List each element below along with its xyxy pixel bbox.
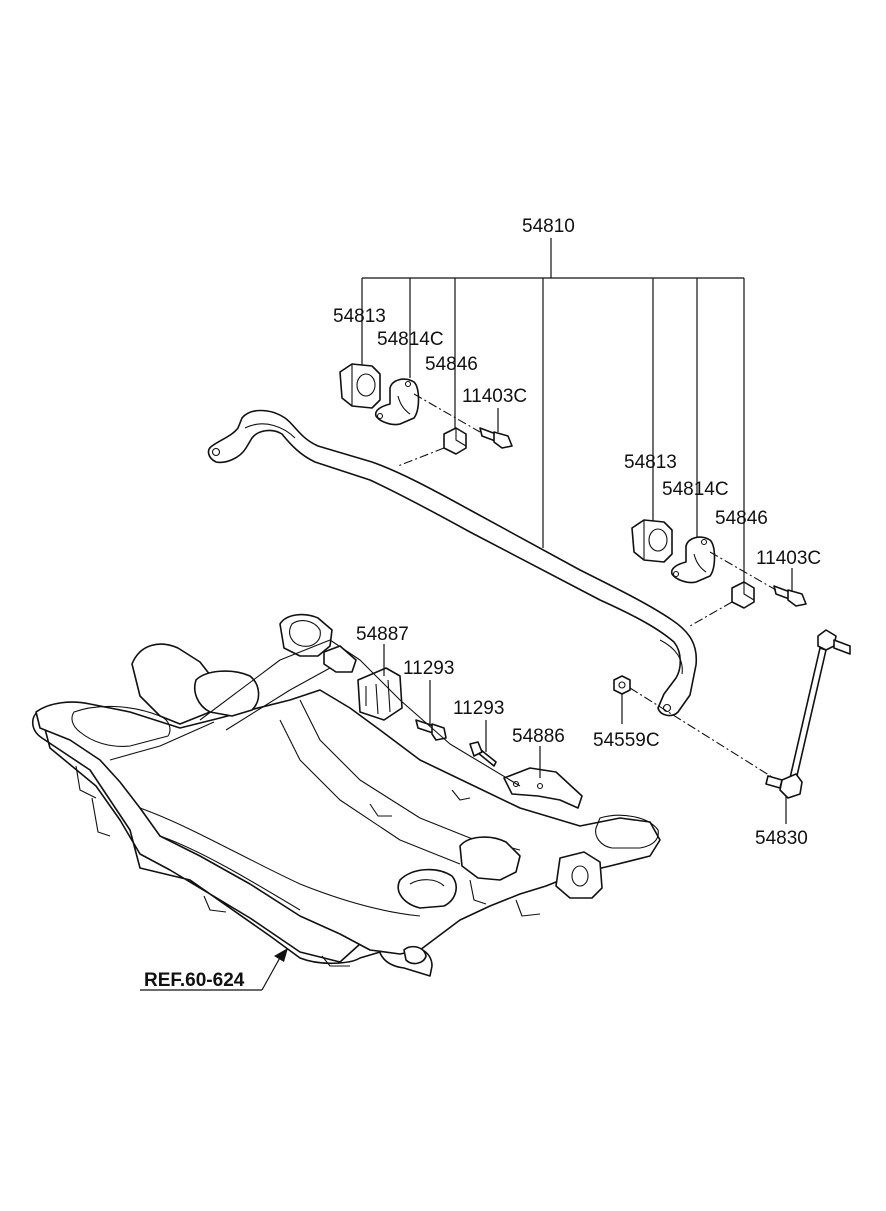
right-bracket-54814C (670, 536, 716, 584)
right-bolt-11403C (773, 585, 807, 607)
left-clamp-54846 (443, 427, 467, 455)
label-54814C-right: 54814C (662, 479, 729, 500)
bolt-11293-b (469, 741, 497, 767)
label-54810: 54810 (522, 216, 575, 237)
left-bracket-54814C (374, 378, 420, 426)
label-54830: 54830 (755, 828, 808, 849)
label-11293-a: 11293 (403, 658, 454, 679)
label-11403C-left: 11403C (462, 386, 527, 407)
left-bolt-11403C (479, 427, 513, 449)
label-54813-left: 54813 (333, 306, 386, 327)
right-clamp-54846 (731, 581, 755, 609)
nut-54559C (613, 675, 631, 695)
label-11403C-right: 11403C (756, 548, 821, 569)
label-54814C-left: 54814C (377, 329, 444, 350)
front-subframe (31, 613, 661, 977)
label-54846-right: 54846 (715, 508, 768, 529)
label-leaders (140, 408, 793, 991)
label-reference: REF.60-624 (144, 970, 245, 991)
leader-tree-54810 (361, 238, 745, 582)
bracket-54886 (503, 767, 583, 809)
label-54887: 54887 (356, 624, 409, 645)
label-54813-right: 54813 (624, 452, 677, 473)
left-bushing-54813 (339, 363, 381, 409)
label-11293-b: 11293 (453, 698, 504, 719)
label-54846-left: 54846 (425, 354, 478, 375)
bolt-11293-a (415, 719, 447, 741)
stabilizer-link-54830 (765, 629, 851, 799)
right-bushing-54813 (631, 519, 673, 563)
stabilizer-bar (207, 409, 698, 717)
label-54559C: 54559C (593, 730, 660, 751)
label-54886: 54886 (512, 726, 565, 747)
bracket-54887 (357, 667, 403, 721)
